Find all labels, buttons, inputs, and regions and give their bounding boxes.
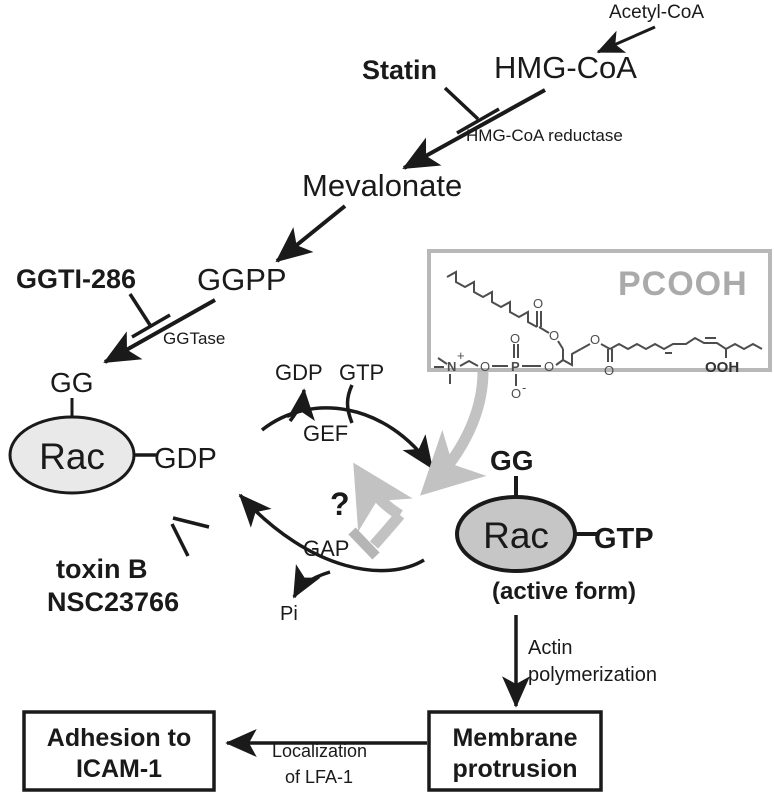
label-hmg-coa: HMG-CoA (494, 50, 637, 85)
chem-atom-o-carbonyl-bottom: O (604, 363, 614, 378)
label-adhesion-line2: ICAM-1 (76, 755, 162, 783)
label-statin: Statin (362, 55, 437, 85)
label-hmg-coa-reductase: HMG-CoA reductase (466, 126, 623, 145)
membrane-protrusion-box (427, 710, 603, 792)
label-ggtase: GGTase (163, 329, 225, 348)
chem-atom-o-phos-top: O (510, 331, 520, 346)
chem-atom-n: N (447, 359, 456, 374)
label-active-form: (active form) (492, 578, 636, 605)
label-nsc23766: NSC23766 (47, 587, 179, 617)
chem-sn2-carbonyl-c (600, 343, 611, 350)
chem-atom-p: P (511, 359, 520, 374)
pcooh-box (427, 249, 772, 372)
adhesion-icam1-box (22, 710, 216, 792)
gray-inhibitor-bar (348, 527, 380, 560)
label-gg-inactive: GG (50, 367, 94, 398)
label-gdp-released: GDP (275, 360, 323, 385)
arrow-ggpp-to-gg (103, 298, 216, 364)
chem-charge-plus: + (457, 348, 465, 363)
inhibitor-bar-toxinb (172, 516, 210, 529)
label-rac-inactive: Rac (39, 436, 105, 477)
label-rac-active: Rac (483, 515, 549, 556)
chem-atom-o-sn3: O (544, 359, 554, 374)
label-localization-line2: of LFA-1 (285, 767, 353, 787)
chem-charge-minus: - (522, 380, 526, 395)
label-gef: GEF (303, 421, 348, 446)
chem-oxidized-chain (609, 336, 763, 351)
label-localization-line1: Localization (272, 741, 367, 761)
arc-gap (238, 493, 425, 573)
label-gap: GAP (303, 536, 349, 561)
chem-atom-o-phos-bottom: O (511, 386, 521, 401)
label-pcooh: PCOOH (618, 265, 748, 303)
arrow-gdp-release (287, 388, 315, 423)
label-toxin-b: toxin B (56, 554, 148, 584)
gray-branch-activate-gef (353, 462, 413, 532)
chem-atom-o-ester-top: O (549, 328, 559, 343)
label-ggpp: GGPP (197, 262, 287, 297)
arrow-pi-release (292, 564, 331, 599)
label-actin-line2: polymerization (528, 664, 657, 686)
label-question-mark: ? (330, 486, 350, 522)
chem-label-ooh: OOH (705, 359, 739, 376)
arrow-gtp-input (345, 384, 354, 424)
label-acetyl-coa: Acetyl-CoA (609, 2, 704, 23)
chem-atom-o-choline: O (480, 359, 490, 374)
chem-ester-top-bond (538, 326, 550, 334)
chem-atom-o-carbonyl-top: O (533, 296, 543, 311)
label-mevalonate: Mevalonate (302, 168, 462, 203)
arrow-acetyl-to-hmg (596, 25, 656, 54)
arrow-hmgcoa-to-mevalonate (402, 88, 546, 170)
arrow-mevalonate-to-ggpp (275, 204, 347, 263)
label-gdp-bound: GDP (154, 443, 217, 475)
gray-arrow-pcooh-to-rac (420, 370, 489, 496)
label-gg-active: GG (490, 445, 534, 476)
chem-glycerol-to-sn2-o (580, 343, 591, 350)
inhibitor-line-ggti (128, 293, 152, 326)
label-actin-line1: Actin (528, 637, 572, 659)
chem-acyl-chain-saturated (446, 270, 538, 328)
inhibitor-line-toxinb (170, 523, 190, 557)
label-ggti-286: GGTI-286 (16, 264, 136, 294)
label-membrane-line1: Membrane (452, 724, 577, 752)
label-gtp-bound: GTP (594, 523, 654, 555)
chem-n-methyl-1 (437, 357, 448, 365)
label-gtp-input: GTP (339, 360, 384, 385)
label-adhesion-line1: Adhesion to (47, 724, 191, 752)
inhibitor-bar-statin (456, 107, 500, 135)
chem-choline-ethyl (459, 359, 479, 367)
label-pi: Pi (280, 603, 298, 625)
chem-glycerol-c1 (557, 340, 564, 350)
chem-glycerol-backbone (562, 348, 582, 367)
label-membrane-line2: protrusion (453, 755, 578, 783)
gray-branch-inhibit-gap (369, 511, 405, 549)
inhibitor-bar-ggti (131, 313, 171, 339)
chem-atom-o-ester-bottom: O (590, 332, 600, 347)
chem-glycerol-to-sn3 (555, 359, 564, 366)
inhibitor-line-statin (443, 86, 480, 121)
